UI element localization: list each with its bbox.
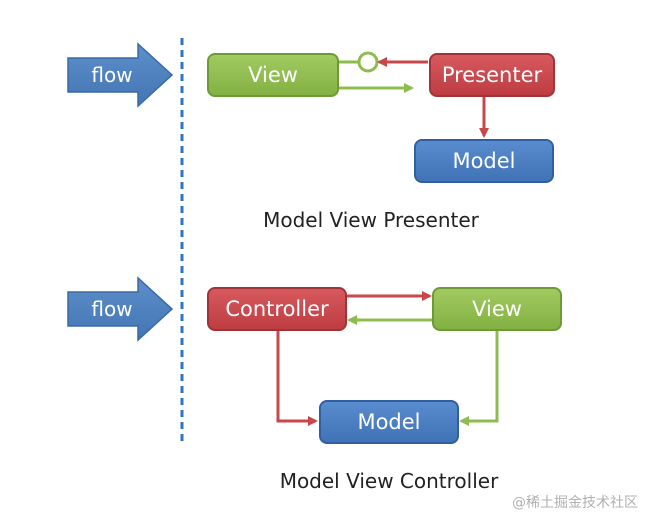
mvc-controller-box: Controller: [207, 287, 347, 331]
mvc-view-label: View: [472, 297, 522, 321]
mvp-view-interface-circle: [357, 51, 379, 73]
mvc-model-label: Model: [357, 410, 420, 434]
mvp-caption: Model View Presenter: [263, 208, 480, 232]
mvp-flow-label: flow: [91, 63, 132, 87]
mvp-model-box: Model: [414, 139, 554, 183]
mvc-controller-label: Controller: [225, 297, 329, 321]
mvc-view-box: View: [432, 287, 562, 331]
watermark-text: @稀土掘金技术社区: [512, 495, 638, 511]
mvp-view-label: View: [248, 63, 298, 87]
mvc-flow-label: flow: [91, 297, 132, 321]
mvc-diagram: flow Controller View Model Model View Co…: [67, 276, 562, 493]
mvc-model-box: Model: [319, 400, 459, 444]
mvp-presenter-box: Presenter: [429, 53, 555, 97]
mvc-flow-arrow: flow: [67, 276, 174, 342]
mvp-view-box: View: [207, 53, 339, 97]
mvc-view-to-model-arrow: [459, 331, 499, 426]
mvp-presenter-label: Presenter: [442, 63, 543, 87]
mvp-diagram: flow View Presenter Model Model View Pre…: [67, 42, 555, 232]
mvc-caption: Model View Controller: [280, 469, 499, 493]
mvc-controller-to-model-arrow: [276, 331, 318, 426]
mvp-model-label: Model: [452, 149, 515, 173]
mvp-flow-arrow: flow: [67, 42, 174, 108]
